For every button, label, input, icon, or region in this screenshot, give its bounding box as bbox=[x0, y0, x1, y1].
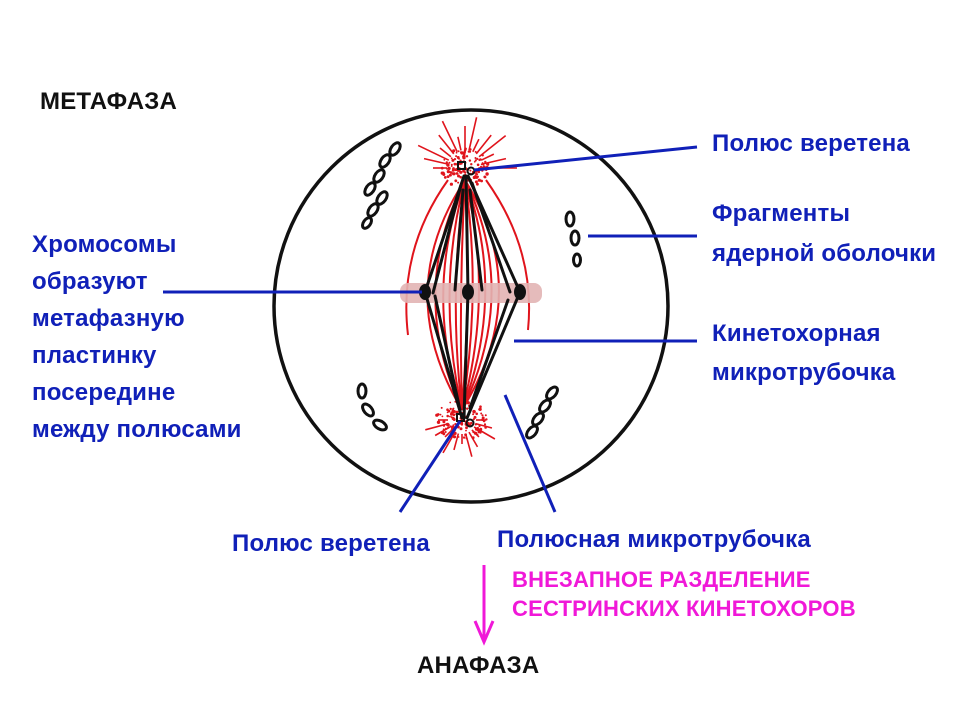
label-line: СЕСТРИНСКИХ КИНЕТОХОРОВ bbox=[512, 596, 856, 621]
label-spindle-pole-top: Полюс веретена bbox=[712, 130, 910, 157]
leader-lines bbox=[163, 145, 698, 513]
spindle-aster-top bbox=[417, 117, 517, 169]
stage-title: МЕТАФАЗА bbox=[40, 88, 178, 115]
label-line: метафазную bbox=[32, 305, 185, 332]
label-line: между полюсами bbox=[32, 416, 242, 443]
label-sister-kinetochore-separation: ВНЕЗАПНОЕ РАЗДЕЛЕНИЕ СЕСТРИНСКИХ КИНЕТОХ… bbox=[512, 565, 856, 623]
label-spindle-pole-bottom: Полюс веретена bbox=[232, 530, 430, 557]
label-kinetochore-microtubule: Кинетохорная микротрубочка bbox=[712, 314, 895, 392]
label-polar-microtubule: Полюсная микротрубочка bbox=[497, 526, 811, 553]
leader-pole-bottom bbox=[398, 420, 462, 513]
spindle-aster-bottom bbox=[425, 419, 496, 457]
label-line: пластинку bbox=[32, 342, 157, 369]
leader-polar-mt bbox=[503, 394, 557, 513]
label-line: образуют bbox=[32, 268, 148, 295]
label-line: Кинетохорная bbox=[712, 320, 881, 347]
nuclear-envelope-fragments bbox=[356, 141, 582, 440]
label-chromosomes-metaphase-plate: Хромосомы образуют метафазную пластинку … bbox=[32, 226, 242, 448]
label-line: ядерной оболочки bbox=[712, 240, 937, 267]
leader-pole-top bbox=[473, 145, 698, 172]
label-nuclear-envelope-fragments: Фрагменты ядерной оболочки bbox=[712, 194, 936, 274]
label-line: посередине bbox=[32, 379, 176, 406]
label-line: Хромосомы bbox=[32, 231, 177, 258]
label-line: микротрубочка bbox=[712, 359, 896, 386]
chromosome-kinetochores bbox=[419, 284, 526, 300]
transition-arrow bbox=[473, 565, 495, 646]
label-line: Фрагменты bbox=[712, 200, 851, 227]
next-stage-title: АНАФАЗА bbox=[417, 652, 540, 679]
cell-membrane bbox=[272, 108, 670, 504]
label-line: ВНЕЗАПНОЕ РАЗДЕЛЕНИЕ bbox=[512, 567, 811, 592]
